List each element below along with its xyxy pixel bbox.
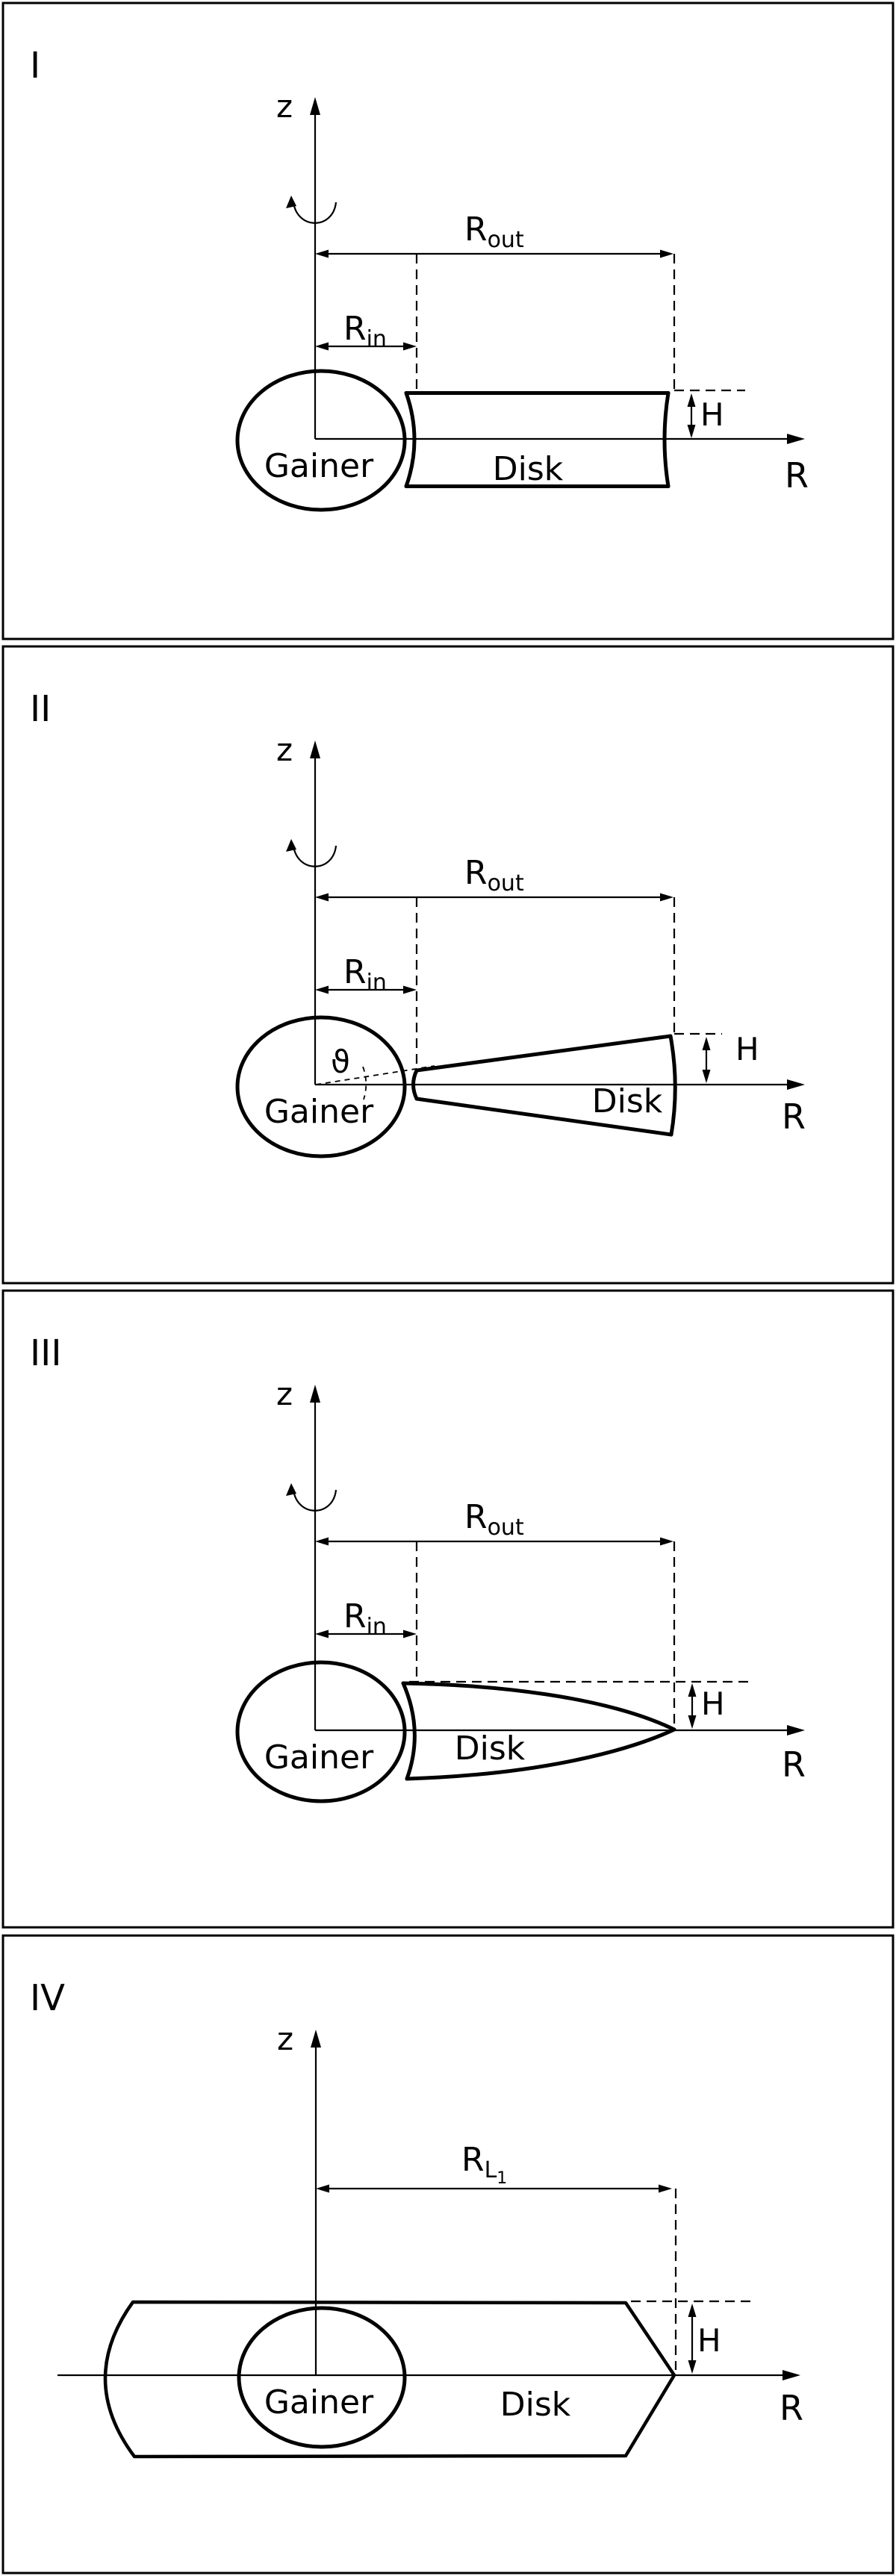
- z-axis-arrowhead-icon: [310, 1385, 320, 1403]
- rotation-arrow-icon: [292, 1489, 337, 1512]
- rin-arrowhead-left-icon: [315, 1630, 329, 1638]
- r-axis-label: R: [780, 2388, 803, 2428]
- gainer-label: Gainer: [264, 2383, 374, 2421]
- disk-outline: [103, 2300, 676, 2459]
- disk-bottom-edge: [414, 1097, 673, 1137]
- h-arrowhead-down-icon: [702, 1070, 711, 1083]
- gainer-star-outline: [237, 2306, 407, 2449]
- h-arrowhead-up-icon: [688, 2304, 697, 2317]
- panel-4-numeral: IV: [30, 1977, 65, 2019]
- h-arrowhead-down-icon: [688, 1715, 697, 1729]
- gainer-label: Gainer: [264, 447, 374, 485]
- panel-1: I z Rout Rin H R: [1, 1, 895, 640]
- rotation-arrowhead-icon: [286, 196, 296, 208]
- rout-arrowhead-right-icon: [660, 1537, 673, 1546]
- rout-arrowhead-left-icon: [315, 893, 329, 902]
- panel-4: IV z RL1 H R Gainer Disk: [1, 1934, 895, 2575]
- z-axis-label: z: [276, 732, 293, 768]
- rout-label: Rout: [464, 854, 524, 896]
- h-arrowhead-down-icon: [688, 2360, 697, 2374]
- h-label: H: [697, 2322, 721, 2359]
- rotation-arrowhead-icon: [286, 1483, 296, 1496]
- panel-2-numeral: II: [30, 688, 51, 730]
- rout-label: Rout: [464, 1498, 524, 1541]
- rl1-arrowhead-left-icon: [316, 2184, 329, 2193]
- gainer-star-outline: [235, 1015, 407, 1158]
- rl1-arrowhead-right-icon: [659, 2184, 672, 2193]
- h-arrowhead-down-icon: [687, 425, 696, 438]
- h-label: H: [701, 1685, 725, 1722]
- h-label: H: [735, 1031, 759, 1067]
- rout-arrowhead-left-icon: [315, 1537, 329, 1546]
- disk-label: Disk: [592, 1082, 663, 1120]
- h-label: H: [700, 396, 724, 433]
- gainer-label: Gainer: [264, 1093, 374, 1131]
- r-axis-arrowhead-icon: [787, 1079, 805, 1090]
- disk-label: Disk: [493, 450, 564, 488]
- panel-1-numeral: I: [30, 45, 40, 87]
- rout-arrowhead-right-icon: [660, 893, 673, 902]
- h-arrowhead-up-icon: [688, 1683, 697, 1697]
- panel-3-border: [1, 1289, 895, 1929]
- h-arrowhead-up-icon: [687, 393, 696, 407]
- h-arrowhead-up-icon: [702, 1037, 711, 1050]
- rin-label: Rin: [343, 953, 387, 996]
- rin-arrowhead-left-icon: [315, 342, 329, 351]
- gainer-star-outline: [235, 1660, 407, 1803]
- z-axis-label: z: [276, 88, 293, 125]
- rl1-label: RL1: [461, 2141, 507, 2188]
- r-axis-arrowhead-icon: [787, 434, 805, 444]
- rin-arrowhead-right-icon: [403, 1630, 417, 1638]
- r-axis-label: R: [782, 1744, 806, 1785]
- z-axis-arrowhead-icon: [310, 97, 320, 115]
- rout-arrowhead-right-icon: [660, 249, 673, 258]
- r-axis-arrowhead-icon: [783, 2370, 800, 2380]
- disk-label: Disk: [455, 1730, 526, 1768]
- disk-label: Disk: [500, 2386, 571, 2424]
- rotation-arrowhead-icon: [286, 839, 296, 852]
- r-axis-arrowhead-icon: [787, 1725, 805, 1735]
- rin-arrowhead-right-icon: [403, 985, 417, 994]
- theta-reference-dashed-line: [315, 1065, 435, 1085]
- z-axis-arrowhead-icon: [311, 2030, 321, 2048]
- rin-label: Rin: [343, 310, 387, 352]
- rin-label: Rin: [343, 1597, 387, 1640]
- gainer-star-outline: [235, 369, 407, 512]
- panel-2-border: [1, 645, 895, 1285]
- rout-arrowhead-left-icon: [315, 249, 329, 258]
- rout-label: Rout: [464, 210, 524, 253]
- panel-2: II z Rout Rin ϑ H: [1, 645, 895, 1285]
- r-axis-label: R: [782, 1097, 806, 1137]
- disk-bottom-edge: [405, 1727, 676, 1781]
- rin-arrowhead-right-icon: [403, 342, 417, 351]
- theta-dashed-arc: [362, 1066, 367, 1100]
- disk-top-edge: [414, 1034, 673, 1073]
- rotation-arrow-icon: [292, 202, 337, 224]
- gainer-label: Gainer: [264, 1738, 374, 1777]
- theta-label: ϑ: [331, 1044, 350, 1080]
- panel-3-numeral: III: [30, 1332, 61, 1374]
- z-axis-label: z: [276, 1376, 293, 1412]
- panel-4-border: [1, 1934, 895, 2575]
- z-axis-arrowhead-icon: [310, 740, 320, 758]
- z-axis-label: z: [277, 2021, 293, 2057]
- panel-3: III z Rout Rin H R: [1, 1289, 895, 1929]
- rin-arrowhead-left-icon: [315, 985, 329, 994]
- r-axis-label: R: [785, 455, 809, 496]
- rotation-arrow-icon: [292, 845, 337, 867]
- disk-top-edge: [401, 1681, 676, 1732]
- panel-1-border: [1, 1, 895, 640]
